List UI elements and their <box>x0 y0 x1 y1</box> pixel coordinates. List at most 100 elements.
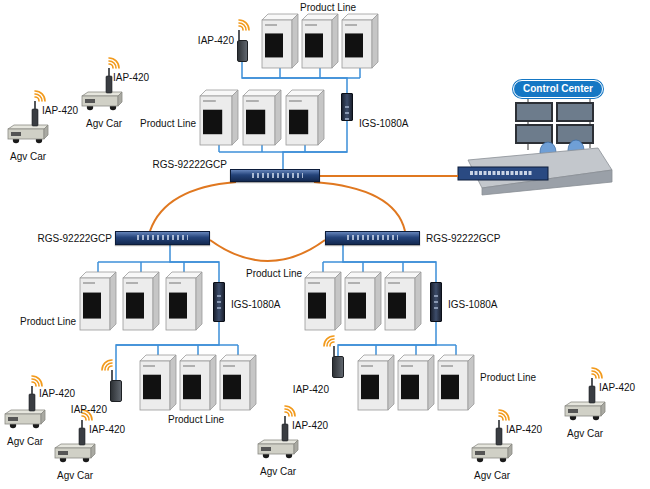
machine-window <box>223 375 241 400</box>
machine-side <box>372 14 378 68</box>
monitor-frame <box>515 124 553 144</box>
machine-front <box>385 278 415 330</box>
bus-link <box>283 121 347 169</box>
machine-front <box>342 20 372 68</box>
car-side <box>44 125 48 139</box>
drop-line <box>197 345 199 355</box>
wifi-signal <box>592 368 602 378</box>
machine-front <box>140 361 170 410</box>
car-panel <box>261 447 271 451</box>
product-line-label: Product Line <box>20 316 76 328</box>
car-label: Agv Car <box>86 118 122 130</box>
ring-link <box>210 240 325 261</box>
wifi-signal <box>324 336 334 346</box>
switch-port <box>475 171 478 175</box>
machine-window <box>183 375 201 400</box>
production-machine <box>302 14 338 68</box>
production-machine <box>438 355 474 410</box>
production-machine <box>385 272 421 330</box>
car-top <box>472 444 512 448</box>
wifi-arc <box>32 376 42 386</box>
product-line-label: Product Line <box>480 372 536 384</box>
car-top <box>8 125 48 129</box>
car-top <box>565 402 605 406</box>
machine-side <box>292 14 298 68</box>
production-machine <box>200 90 238 145</box>
ap-label: IAP-420 <box>506 424 542 436</box>
ring-link <box>150 182 236 231</box>
car-front <box>5 414 41 424</box>
machine-window <box>203 110 222 135</box>
antenna <box>31 386 33 394</box>
device-label: IGS-1080A <box>231 299 280 311</box>
machine-side <box>250 355 256 410</box>
production-machine <box>123 272 159 330</box>
machine-front <box>80 278 110 330</box>
machine-strip <box>169 282 181 284</box>
machine-side <box>332 14 338 68</box>
antenna <box>111 370 113 380</box>
control-center-desk <box>458 96 612 195</box>
machine-window <box>388 293 406 319</box>
switch-port <box>502 171 505 175</box>
machine-window <box>289 110 308 135</box>
monitor-screen <box>517 104 551 120</box>
monitor-screen <box>517 126 551 142</box>
wifi-signal <box>35 91 45 101</box>
ap-label: IAP-420 <box>599 382 635 394</box>
drop-line <box>97 262 99 272</box>
switch-port <box>493 171 496 175</box>
wifi-signal <box>32 376 42 386</box>
wifi-arc <box>32 379 39 386</box>
drop-line <box>375 345 377 355</box>
wifi-arc <box>109 64 113 68</box>
ap-label: IAP-420 <box>42 105 78 117</box>
machine-front <box>262 20 292 68</box>
car-side <box>508 444 512 458</box>
wifi-signal <box>499 410 509 420</box>
car-label: Agv Car <box>7 436 43 448</box>
wifi-arc <box>499 410 509 420</box>
car-access-point <box>496 428 502 445</box>
machine-side <box>275 90 281 145</box>
machine-window <box>361 375 379 400</box>
ap-label: IAP-420 <box>89 424 125 436</box>
machine-front <box>438 361 468 410</box>
car-panel <box>475 451 485 455</box>
machine-top <box>243 90 281 96</box>
switch-port <box>484 171 487 175</box>
drop-line <box>455 345 457 355</box>
drop-line <box>402 262 404 272</box>
ap-label: IAP-420 <box>39 388 75 400</box>
switch-port <box>520 171 523 175</box>
car-front <box>82 96 118 106</box>
production-machine <box>180 355 216 410</box>
bus-link <box>338 322 436 356</box>
machine-front <box>398 361 428 410</box>
machine-strip <box>348 282 360 284</box>
machine-window <box>345 33 363 57</box>
machine-strip <box>265 24 277 26</box>
car-side <box>601 402 605 416</box>
production-machine <box>80 272 116 330</box>
car-label: Agv Car <box>57 470 93 482</box>
wifi-arc <box>35 94 42 101</box>
bus-link <box>242 62 347 93</box>
bus-link <box>116 322 219 380</box>
machine-strip <box>143 365 155 367</box>
monitor-screen <box>558 126 592 142</box>
ring-link <box>314 182 405 231</box>
machine-strip <box>345 24 357 26</box>
switch-port <box>506 171 509 175</box>
device-label: RGS-92222GCP <box>153 159 227 171</box>
car-side <box>294 440 298 454</box>
machine-side <box>415 272 421 330</box>
machine-strip <box>223 365 235 367</box>
machine-side <box>318 90 324 145</box>
wifi-arc <box>109 61 116 68</box>
machine-strip <box>388 282 400 284</box>
machine-strip <box>83 282 95 284</box>
production-machine <box>342 14 378 68</box>
wifi-arc <box>285 412 289 416</box>
wifi-arc <box>330 342 334 346</box>
